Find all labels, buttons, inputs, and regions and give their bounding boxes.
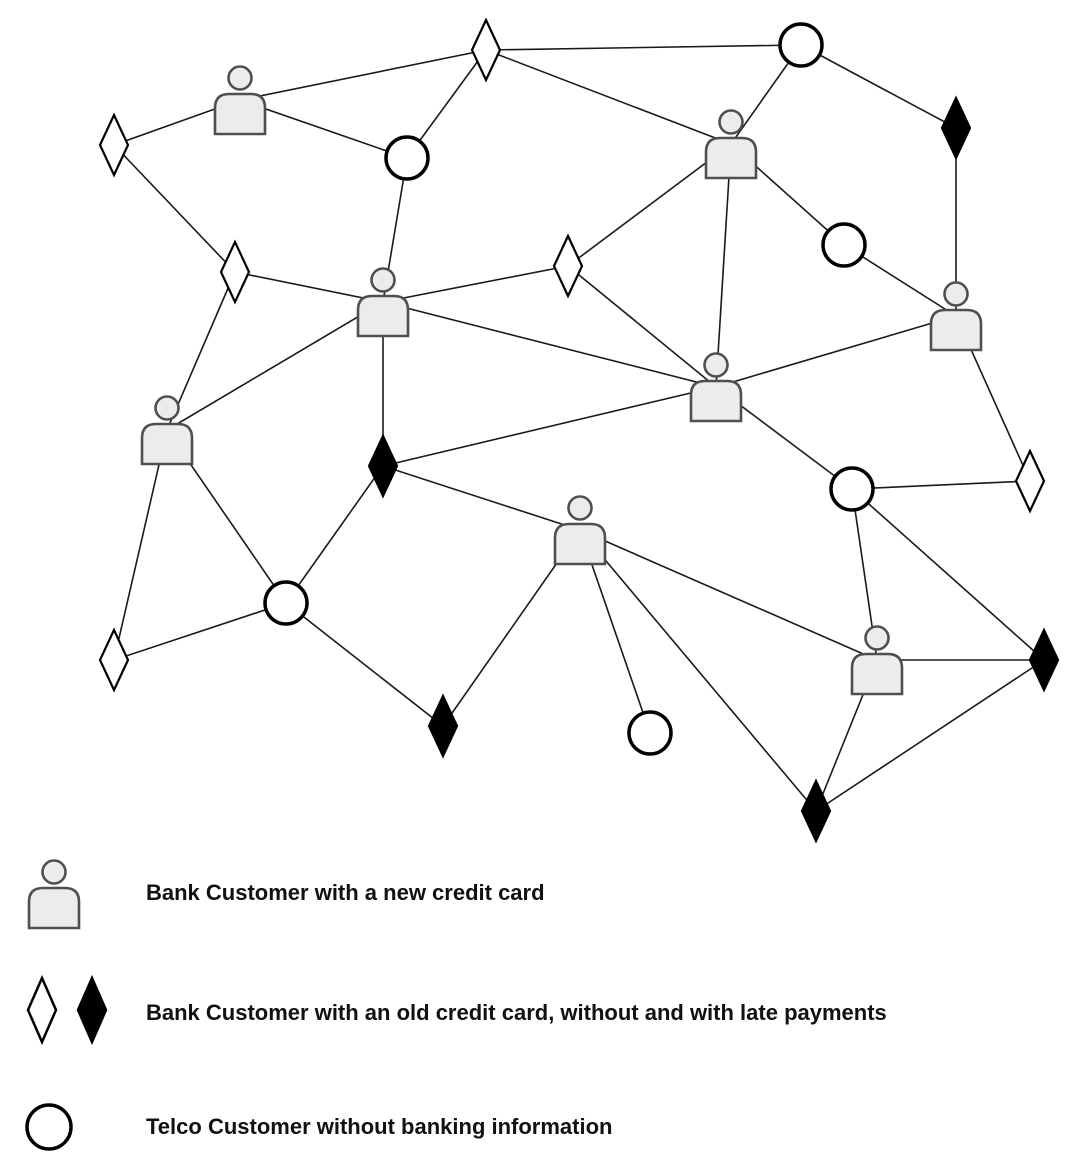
network-edge (166, 301, 384, 431)
legend-label-telco: Telco Customer without banking informati… (146, 1114, 613, 1139)
bank-customer-old-card-node (98, 627, 130, 693)
bank-customer-late-payment-node (1028, 627, 1060, 693)
bank-customer-late-payment-node (940, 95, 972, 161)
network-edge (382, 265, 569, 303)
network-edge (113, 602, 287, 661)
bank-customer-old-card-node (552, 233, 584, 299)
bank-customer-new-card-node (356, 267, 410, 338)
diamond-pair-icon (26, 974, 108, 1046)
bank-customer-new-card-node (689, 352, 743, 423)
network-edges (113, 44, 1045, 812)
circle-icon (25, 1103, 73, 1151)
network-edge (851, 480, 1031, 490)
network-edge (113, 144, 236, 273)
network-edge (382, 301, 717, 388)
network-edge (815, 659, 1045, 812)
bank-customer-old-card-node (470, 17, 502, 83)
customer-network-diagram (98, 17, 1060, 844)
network-edge (285, 465, 384, 604)
diamond-outline-icon (26, 974, 58, 1046)
bank-customer-new-card-node (140, 395, 194, 466)
legend-label-old-card: Bank Customer with an old credit card, w… (146, 1000, 887, 1025)
network-edge (800, 44, 957, 129)
bank-customer-late-payment-node (800, 778, 832, 844)
bank-customer-new-card-node (213, 65, 267, 136)
network-edge (285, 602, 444, 727)
network-edge (715, 143, 732, 388)
legend-label-new-card: Bank Customer with a new credit card (146, 880, 545, 905)
network-edge (113, 429, 168, 661)
network-edge (239, 99, 408, 159)
bank-customer-new-card-node (704, 109, 758, 180)
network-edge (851, 488, 1045, 661)
network-edge (567, 143, 732, 267)
network-edge (239, 49, 487, 101)
network-nodes (98, 17, 1060, 844)
bank-customer-late-payment-node (367, 433, 399, 499)
network-edge (234, 271, 384, 303)
bank-customer-new-card-node (929, 281, 983, 352)
telco-customer-node (384, 135, 430, 181)
legend-row-telco: Telco Customer without banking informati… (0, 1082, 1080, 1172)
bank-customer-old-card-node (98, 112, 130, 178)
telco-customer-node (829, 466, 875, 512)
telco-customer-node (627, 710, 673, 756)
telco-customer-node (778, 22, 824, 68)
bank-customer-old-card-node (219, 239, 251, 305)
network-edge (715, 315, 957, 388)
telco-customer-node (263, 580, 309, 626)
network-edge (382, 465, 581, 531)
person-icon (27, 859, 81, 930)
legend-row-old-card: Bank Customer with an old credit card, w… (0, 968, 1080, 1058)
legend-row-new-card: Bank Customer with a new credit card (0, 848, 1080, 938)
network-edge (567, 265, 717, 388)
network-edge (485, 49, 732, 145)
telco-customer-node (821, 222, 867, 268)
bank-customer-new-card-node (850, 625, 904, 696)
network-edge (579, 529, 878, 661)
bank-customer-old-card-node (1014, 448, 1046, 514)
network-edge (579, 529, 817, 812)
bank-customer-new-card-node (553, 495, 607, 566)
bank-customer-late-payment-node (427, 693, 459, 759)
network-edge (382, 386, 717, 467)
network-edge (485, 44, 802, 51)
diamond-filled-icon (76, 974, 108, 1046)
